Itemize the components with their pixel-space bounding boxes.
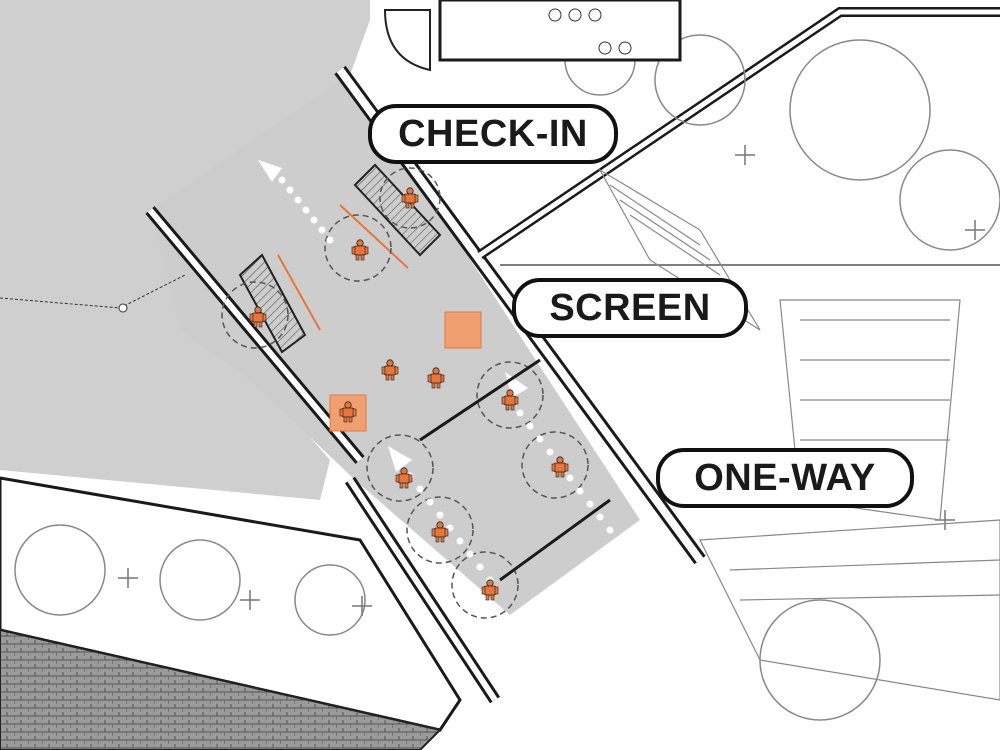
one-way-label: ONE-WAY bbox=[656, 448, 914, 508]
checkin-desk bbox=[353, 163, 442, 257]
corridor-floor bbox=[150, 75, 640, 615]
lane-divider bbox=[499, 498, 611, 582]
restroom-block bbox=[383, 0, 682, 72]
queue-barrier bbox=[277, 254, 321, 331]
lane-divider bbox=[419, 358, 541, 442]
distance-circles bbox=[221, 167, 589, 619]
queue-barrier bbox=[339, 204, 409, 269]
screening-station bbox=[444, 311, 482, 349]
deck-paving bbox=[598, 168, 1000, 701]
check-in-label: CHECK-IN bbox=[368, 104, 618, 164]
side-desk bbox=[238, 253, 307, 354]
flow-arrow-icon bbox=[258, 160, 614, 584]
bottom-wall-band bbox=[0, 476, 462, 732]
screen-label: SCREEN bbox=[512, 278, 748, 338]
brick-planter bbox=[0, 628, 442, 750]
